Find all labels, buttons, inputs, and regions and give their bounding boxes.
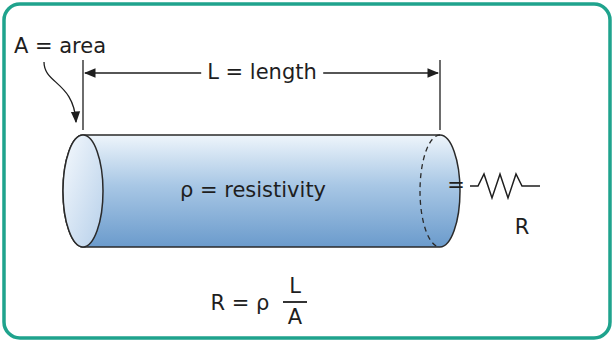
cross-section-face xyxy=(63,135,103,247)
leader-line xyxy=(44,62,76,122)
resistor-label: R xyxy=(515,216,530,239)
formula-denominator: A xyxy=(288,306,302,329)
extension-line xyxy=(82,60,83,130)
cylinder-body xyxy=(63,135,460,247)
fraction-bar xyxy=(283,301,307,303)
frame xyxy=(4,4,610,338)
extension-line xyxy=(439,60,440,130)
equivalence-sign: = xyxy=(447,174,465,197)
hidden-edge xyxy=(420,135,440,247)
formula-numerator: L xyxy=(289,275,301,298)
area-label: A = area xyxy=(14,35,106,58)
conductor-cylinder: ρ = resistivity xyxy=(60,130,470,252)
material-label: ρ = resistivity xyxy=(180,179,326,202)
length-label: L = length xyxy=(201,61,323,84)
resistor-symbol xyxy=(470,174,540,198)
formula-left: R = ρ xyxy=(211,292,270,315)
